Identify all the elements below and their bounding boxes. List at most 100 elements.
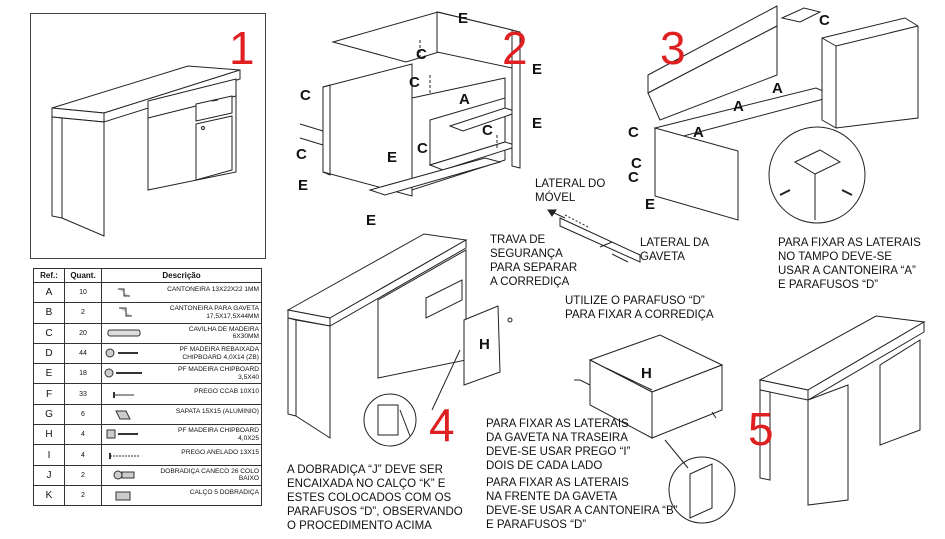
- bracket-icon: [104, 287, 144, 299]
- slide-drawing: [547, 209, 641, 263]
- part-description: PF MADEIRA REBAIXADA CHIPBOARD 4,0X14 (Z…: [179, 346, 259, 361]
- step3-drawing: [647, 5, 919, 224]
- part-quantity: 44: [64, 342, 102, 365]
- part-quantity: 33: [64, 383, 102, 405]
- table-header-ref: Ref.:: [33, 268, 65, 283]
- part-description: CALÇO 5 DOBRADIÇA: [189, 489, 259, 497]
- part-description-cell: CALÇO 5 DOBRADIÇA: [101, 484, 262, 507]
- part-ref: I: [33, 444, 65, 466]
- table-header-quant: Quant.: [64, 268, 102, 283]
- part-description-cell: PF MADEIRA CHIPBOARD 4,0X25: [101, 424, 262, 446]
- step2-exploded-drawing: [299, 11, 521, 197]
- label-e: E: [645, 196, 656, 213]
- short-screw-icon: [104, 347, 144, 359]
- part-ref: A: [33, 281, 65, 304]
- part-description-cell: PREGO ANELADO 13X15: [101, 444, 262, 466]
- label-c: C: [416, 46, 427, 63]
- step1-frame: [30, 13, 266, 259]
- part-description-cell: CAVILHA DE MADEIRA 6X30MM: [101, 322, 262, 344]
- part-quantity: 2: [64, 302, 102, 324]
- part-quantity: 4: [64, 444, 102, 466]
- step-number-5: 5: [748, 403, 774, 455]
- part-quantity: 2: [64, 464, 102, 486]
- label-a: A: [733, 98, 744, 115]
- part-description-cell: SAPATA 15X15 (ALUMINIO): [101, 403, 262, 426]
- label-e: E: [298, 177, 309, 194]
- part-description: PF MADEIRA CHIPBOARD 3,5X40: [178, 366, 259, 381]
- note-dobradica: A DOBRADIÇA “J” DEVE SER ENCAIXADA NO CA…: [287, 464, 463, 532]
- drawer-drawing: [574, 334, 736, 524]
- step-number-4: 4: [429, 399, 455, 451]
- part-quantity: 4: [64, 424, 102, 446]
- label-h: H: [641, 365, 652, 382]
- part-description-cell: CANTONEIRA 13X22X22 1MM: [101, 281, 262, 304]
- label-c: C: [628, 124, 639, 141]
- part-description: DOBRADIÇA CANECO 26 COLO BAIXO: [160, 467, 259, 483]
- ring-nail-icon: [104, 450, 144, 462]
- part-description: CANTONEIRA PARA GAVETA 17,5X17,5X44MM: [169, 305, 259, 320]
- note-trava-seguranca: TRAVA DE SEGURANÇA PARA SEPARAR A CORRED…: [490, 234, 578, 288]
- step-number-2: 2: [502, 22, 528, 74]
- hinge-icon: [104, 469, 144, 481]
- foot-pad-icon: [104, 409, 144, 421]
- label-c: C: [417, 140, 428, 157]
- part-ref: C: [33, 322, 65, 344]
- note-fixar-tampo: PARA FIXAR AS LATERAIS NO TAMPO DEVE-SE …: [778, 237, 921, 291]
- part-description-cell: CANTONEIRA PARA GAVETA 17,5X17,5X44MM: [101, 302, 262, 324]
- long-screw-icon: [104, 367, 144, 379]
- part-ref: F: [33, 383, 65, 405]
- note-lateral-gaveta: LATERAL DA GAVETA: [640, 237, 710, 263]
- label-e: E: [532, 61, 543, 78]
- label-e: E: [458, 10, 469, 27]
- drawer-bracket-icon: [104, 306, 144, 318]
- screw-icon: [104, 428, 144, 440]
- label-c: C: [628, 169, 639, 186]
- part-ref: J: [33, 464, 65, 486]
- part-ref: K: [33, 484, 65, 507]
- part-description: PREGO CCAB 10X10: [194, 387, 259, 395]
- step-number-1: 1: [229, 22, 255, 74]
- step4-desk-drawing: [286, 233, 513, 447]
- part-quantity: 18: [64, 363, 102, 385]
- part-ref: D: [33, 342, 65, 365]
- label-c: C: [482, 122, 493, 139]
- label-c: C: [296, 146, 307, 163]
- step-number-3: 3: [660, 22, 686, 74]
- label-c: C: [631, 155, 642, 172]
- part-ref: H: [33, 424, 65, 446]
- label-c: C: [409, 74, 420, 91]
- dowel-icon: [104, 327, 144, 339]
- note-fixar-traseira: PARA FIXAR AS LATERAIS DA GAVETA NA TRAS…: [486, 418, 631, 472]
- hinge-plate-icon: [104, 490, 144, 502]
- part-description-cell: PF MADEIRA REBAIXADA CHIPBOARD 4,0X14 (Z…: [101, 342, 262, 365]
- step1-desk-drawing: [51, 65, 241, 237]
- part-description: SAPATA 15X15 (ALUMINIO): [175, 407, 259, 415]
- label-e: E: [366, 212, 377, 229]
- label-c: C: [300, 87, 311, 104]
- label-h: H: [479, 336, 490, 353]
- part-description: CANTONEIRA 13X22X22 1MM: [167, 286, 259, 294]
- table-header-descricao: Descrição: [101, 268, 262, 283]
- label-a: A: [459, 91, 470, 108]
- label-e: E: [387, 149, 398, 166]
- nail-icon: [104, 389, 144, 401]
- part-quantity: 10: [64, 281, 102, 304]
- note-fixar-frente: PARA FIXAR AS LATERAIS NA FRENTE DA GAVE…: [486, 477, 678, 531]
- part-ref: B: [33, 302, 65, 324]
- part-description-cell: DOBRADIÇA CANECO 26 COLO BAIXO: [101, 464, 262, 486]
- note-parafuso-d: UTILIZE O PARAFUSO “D” PARA FIXAR A CORR…: [565, 295, 714, 321]
- part-description: PF MADEIRA CHIPBOARD 4,0X25: [178, 427, 259, 442]
- part-quantity: 2: [64, 484, 102, 507]
- part-description-cell: PREGO CCAB 10X10: [101, 383, 262, 405]
